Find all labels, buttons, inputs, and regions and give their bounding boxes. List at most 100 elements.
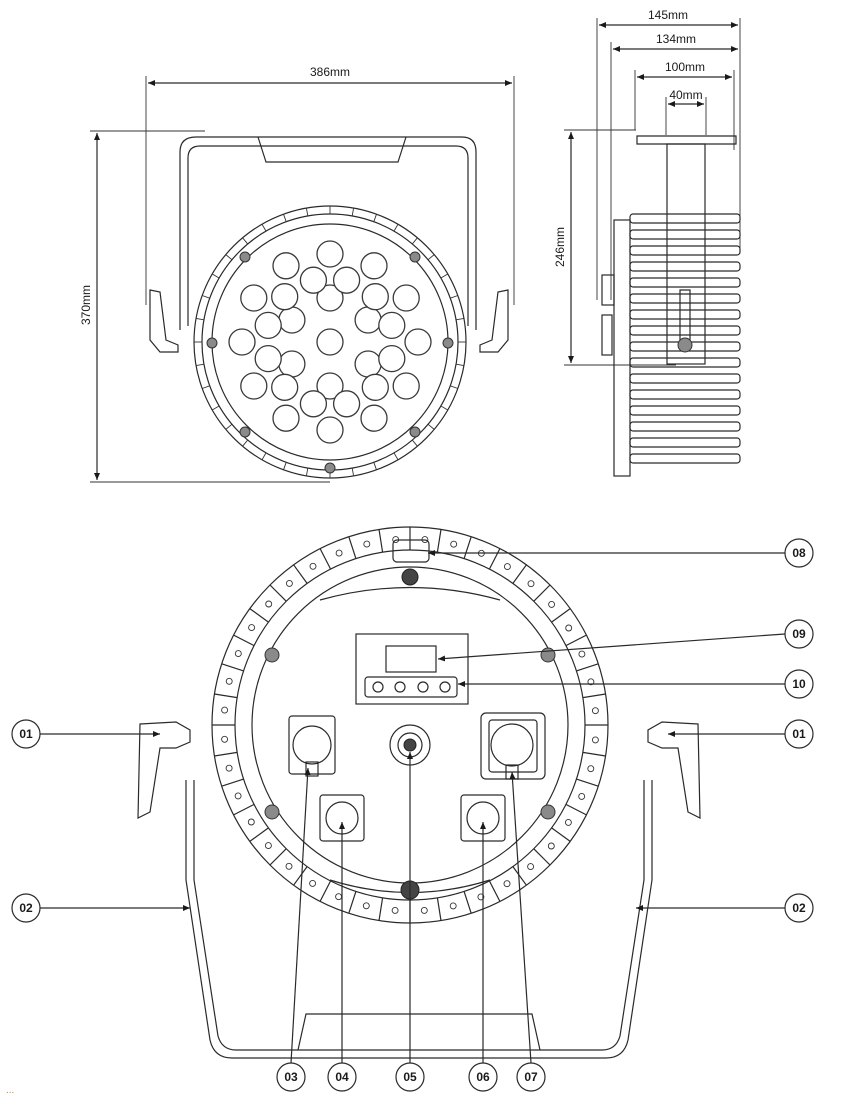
- led-lens: [316, 284, 344, 312]
- front-fin: [211, 405, 220, 411]
- led-lens: [392, 372, 420, 400]
- led-lens: [228, 328, 256, 356]
- led-lens: [404, 328, 432, 356]
- fin-screw: [309, 562, 317, 570]
- power-out-connector: [480, 712, 546, 780]
- rear-fin: [249, 827, 269, 842]
- front-fin: [283, 214, 287, 222]
- front-fin: [456, 363, 464, 367]
- rear-right-clamp-icon: [647, 721, 701, 819]
- led-lens: [378, 344, 406, 373]
- fin-screw: [362, 902, 370, 910]
- front-fin: [196, 363, 204, 367]
- svg-text:08: 08: [792, 546, 806, 560]
- width-label: 386mm: [310, 65, 350, 79]
- rear-fin: [488, 880, 501, 902]
- rear-fin: [233, 634, 255, 647]
- side-fin: [629, 277, 741, 288]
- fin-screw: [335, 549, 343, 557]
- dim-100-label: 100mm: [665, 60, 705, 74]
- side-fin: [629, 421, 741, 432]
- side-fin: [629, 325, 741, 336]
- led-lens: [316, 328, 344, 356]
- front-fin: [305, 468, 309, 476]
- up-button[interactable]: [394, 681, 406, 693]
- menu-button[interactable]: [372, 681, 384, 693]
- fin-screw: [578, 650, 586, 658]
- side-fin: [629, 261, 741, 272]
- left-clamp-icon: [149, 289, 179, 353]
- side-fin: [629, 373, 741, 384]
- fin-screw: [527, 863, 535, 871]
- rear-fin: [436, 897, 442, 921]
- down-button[interactable]: [417, 681, 429, 693]
- rear-fin: [551, 827, 571, 842]
- svg-text:02: 02: [792, 901, 806, 915]
- display-screen: [385, 645, 437, 673]
- rear-fin: [348, 891, 357, 914]
- front-fin: [305, 208, 309, 216]
- led-lens: [316, 372, 344, 400]
- power-in-connector: [288, 715, 336, 777]
- fin-screw: [477, 893, 485, 901]
- led-lens-array: [228, 240, 432, 444]
- rear-fin: [488, 548, 501, 570]
- svg-text:09: 09: [792, 627, 806, 641]
- svg-text:04: 04: [335, 1070, 349, 1084]
- front-fin: [225, 423, 233, 430]
- front-fin: [373, 214, 377, 222]
- button-strip: [364, 676, 458, 698]
- rear-fin: [436, 529, 442, 553]
- led-lens: [299, 390, 328, 418]
- front-fin: [351, 208, 355, 216]
- callout-08: 08: [784, 538, 814, 568]
- rear-fin: [214, 693, 238, 699]
- rear-view: 01 01 02 02 08 09 10 03: [11, 526, 814, 1092]
- led-lens: [360, 404, 388, 432]
- fin-screw: [247, 818, 255, 826]
- rear-fin: [221, 778, 244, 787]
- front-fin: [351, 468, 355, 476]
- front-fin: [393, 452, 399, 461]
- led-lens: [254, 344, 282, 373]
- side-fin: [629, 405, 741, 416]
- svg-text:06: 06: [476, 1070, 490, 1084]
- height-dimension: 370mm: [79, 130, 330, 483]
- front-fin: [411, 237, 418, 245]
- fin-screw: [591, 736, 599, 744]
- fin-screw: [265, 600, 273, 608]
- menu-buttons: [372, 681, 451, 693]
- fin-screw: [503, 563, 511, 571]
- leader-lines: [40, 550, 786, 1064]
- fin-screw: [391, 906, 399, 914]
- led-lens: [332, 390, 361, 418]
- enter-button[interactable]: [439, 681, 451, 693]
- rear-fin: [565, 634, 587, 647]
- led-lens: [240, 372, 268, 400]
- fin-screw: [221, 735, 229, 743]
- led-lens: [361, 283, 389, 311]
- led-lens: [254, 311, 282, 340]
- side-fin: [629, 389, 741, 400]
- svg-text:05: 05: [403, 1070, 417, 1084]
- led-lens: [240, 284, 268, 312]
- side-view: 145mm 134mm 100mm 40mm 246mm: [553, 8, 741, 477]
- front-fin: [242, 439, 249, 447]
- callout-05: 05: [395, 1062, 425, 1092]
- side-fin: [629, 309, 741, 320]
- dim-246-label: 246mm: [553, 227, 567, 267]
- rear-fin: [576, 778, 599, 787]
- rear-fin: [512, 564, 527, 584]
- front-fin: [450, 295, 458, 299]
- fin-screw: [578, 792, 586, 800]
- led-lens: [271, 373, 299, 401]
- front-fin: [411, 439, 418, 447]
- rear-fin: [378, 529, 384, 553]
- rear-bracket: [185, 780, 653, 1059]
- front-fin: [211, 273, 220, 279]
- front-fin: [456, 317, 464, 321]
- led-lens: [354, 306, 382, 334]
- rear-fin: [293, 564, 308, 584]
- side-front-bezel: [613, 219, 631, 477]
- fin-screw: [285, 862, 293, 870]
